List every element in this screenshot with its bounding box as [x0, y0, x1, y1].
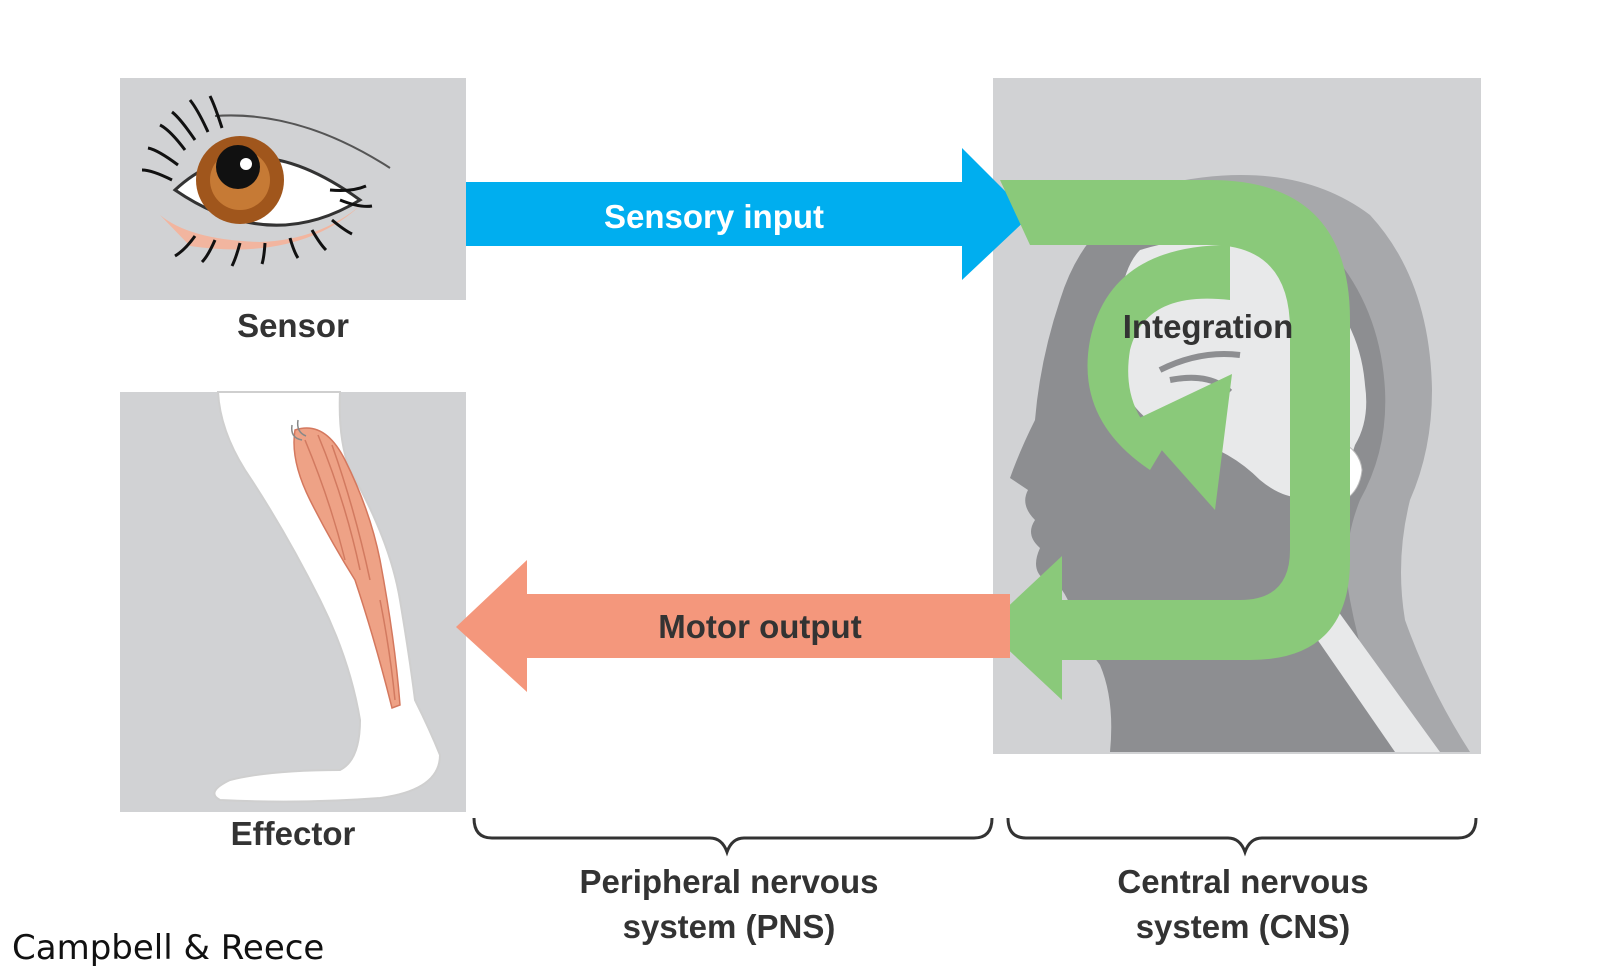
- eye-icon: [141, 95, 391, 267]
- cns-label-line2: system (CNS): [1136, 908, 1351, 945]
- leg-muscle-icon: [213, 391, 442, 803]
- cns-label-line1: Central nervous: [1117, 863, 1368, 900]
- sensory-input-arrow: [466, 148, 1030, 280]
- sensor-panel: [120, 78, 466, 300]
- integration-label: Integration: [1123, 308, 1294, 345]
- pns-brace: [472, 817, 994, 857]
- motor-output-arrow: [456, 560, 1010, 692]
- pns-label-line2: system (PNS): [623, 908, 836, 945]
- source-credit: Campbell & Reece: [12, 928, 325, 968]
- integration-arrow: [985, 180, 1350, 700]
- cns-brace: [1006, 817, 1478, 857]
- effector-label: Effector: [231, 815, 356, 852]
- sensor-label: Sensor: [237, 307, 349, 344]
- sensory-input-label: Sensory input: [604, 198, 824, 235]
- motor-output-label: Motor output: [658, 608, 861, 645]
- effector-panel: [120, 391, 466, 812]
- pns-label-line1: Peripheral nervous: [580, 863, 879, 900]
